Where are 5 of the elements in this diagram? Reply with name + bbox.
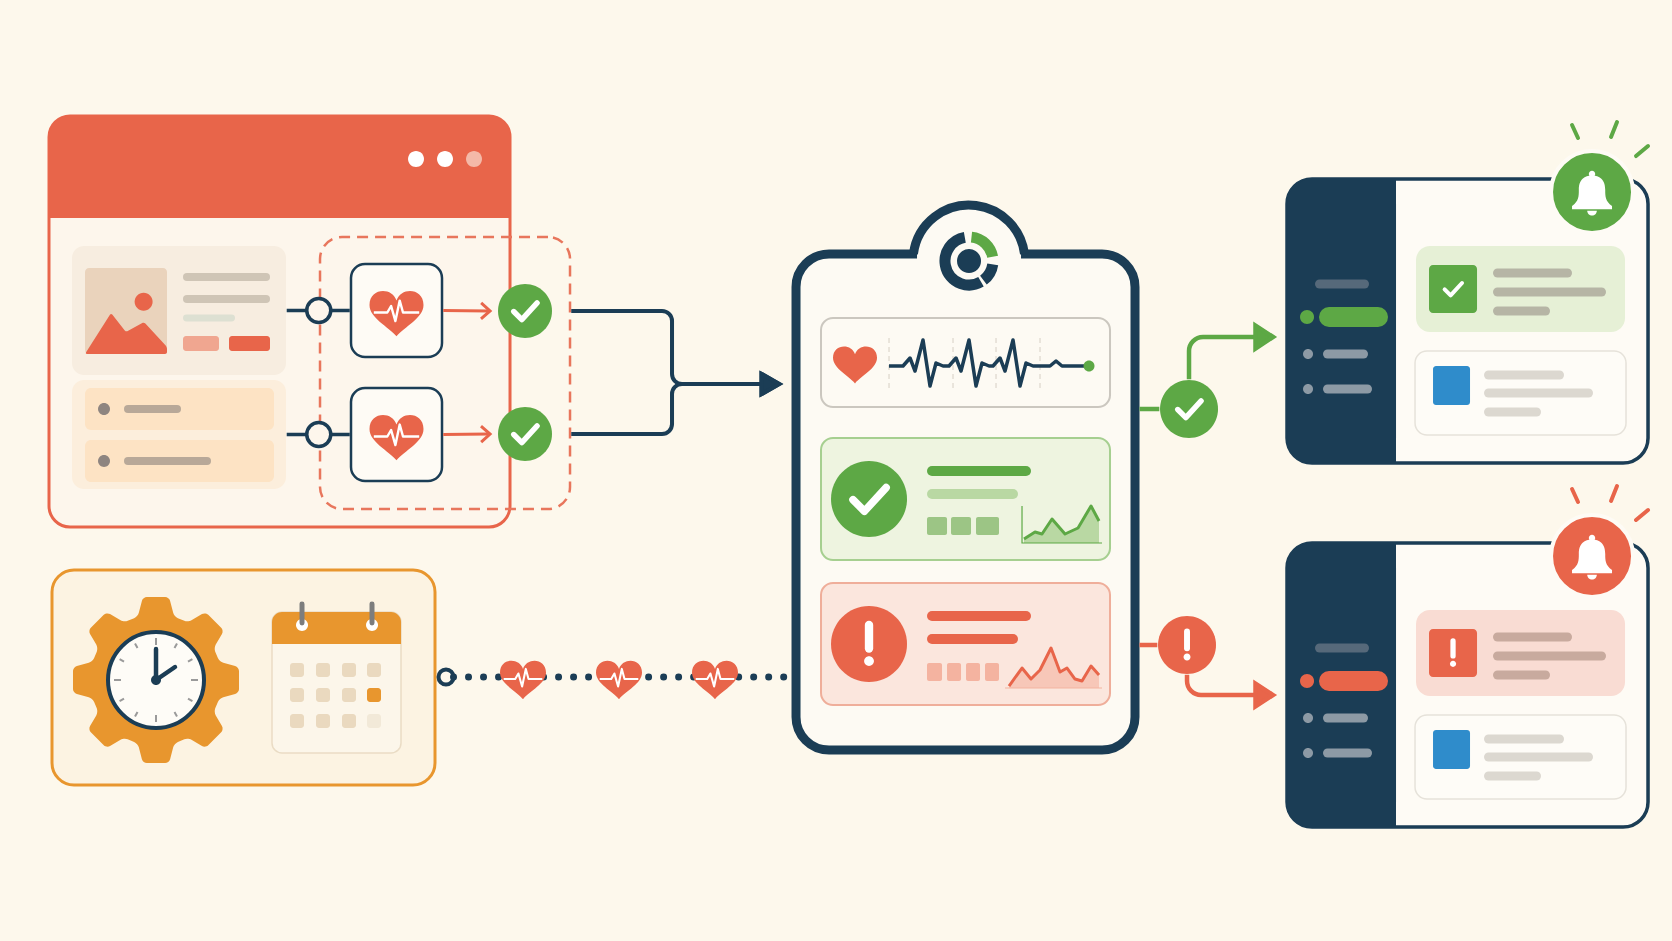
dashed-region xyxy=(318,235,572,511)
check-circle xyxy=(498,407,552,461)
alert-circle xyxy=(1158,616,1216,674)
check-circle xyxy=(498,284,552,338)
check-circle xyxy=(1160,380,1219,438)
